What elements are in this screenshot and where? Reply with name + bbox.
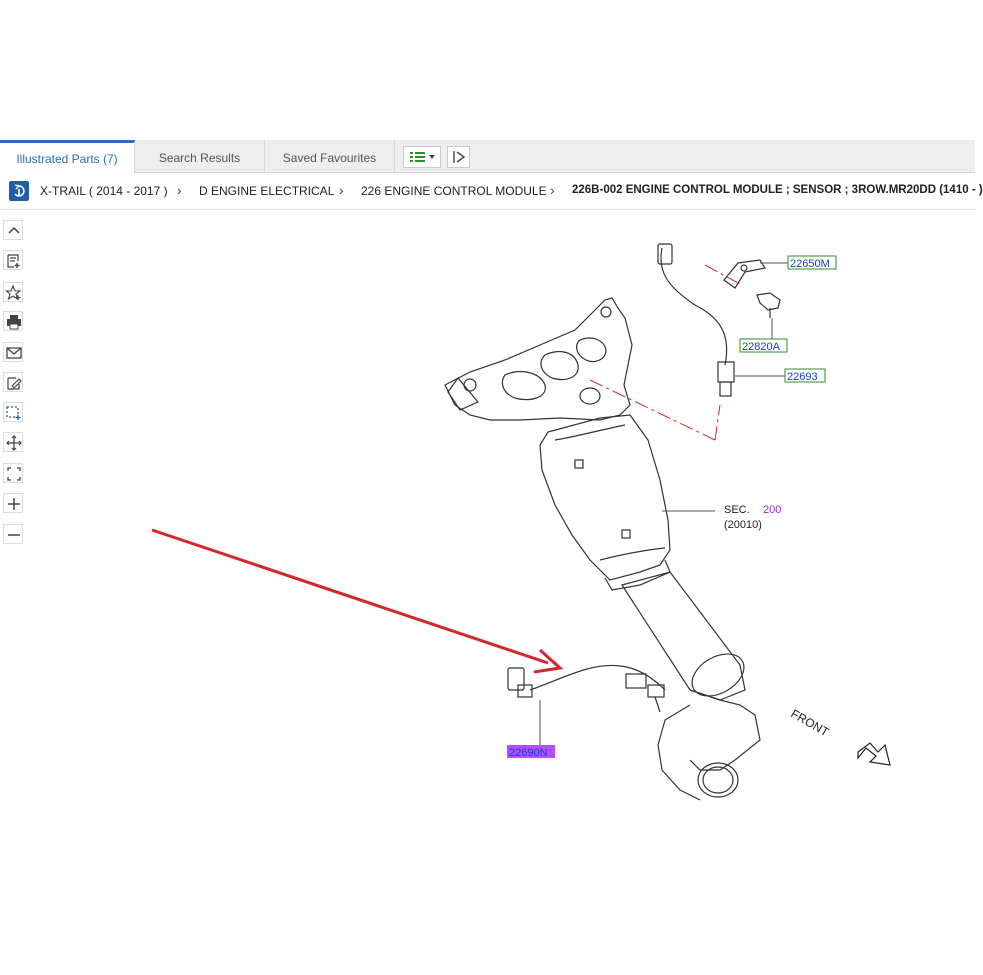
breadcrumb-item-current: 226B-002 ENGINE CONTROL MODULE ; SENSOR …	[572, 184, 983, 196]
breadcrumb: X-TRAIL ( 2014 - 2017 ) › D ENGINE ELECT…	[0, 173, 983, 210]
tab-saved-favourites[interactable]: Saved Favourites	[265, 140, 395, 172]
select-area-button[interactable]	[3, 402, 23, 422]
tab-label: Search Results	[158, 151, 241, 165]
tab-illustrated-parts[interactable]: Illustrated Parts (7)	[0, 140, 135, 173]
callout-22650M[interactable]: 22650M	[790, 258, 830, 270]
breadcrumb-item-section[interactable]: D ENGINE ELECTRICAL	[199, 184, 335, 198]
front-arrow-icon	[857, 742, 891, 766]
zoom-out-icon	[8, 534, 20, 536]
fit-screen-button[interactable]	[3, 463, 23, 483]
fit-screen-icon	[7, 467, 21, 481]
edit-button[interactable]	[3, 372, 23, 392]
zoom-in-icon	[8, 498, 20, 510]
home-refresh-icon	[14, 184, 25, 197]
add-note-icon	[7, 254, 20, 268]
home-button[interactable]	[9, 181, 29, 201]
zoom-out-button[interactable]	[3, 524, 23, 544]
tab-label: Saved Favourites	[282, 151, 377, 165]
callout-22820A[interactable]: 22820A	[742, 341, 781, 353]
front-label: FRONT	[789, 706, 832, 739]
tab-search-results[interactable]: Search Results	[135, 140, 265, 172]
print-button[interactable]	[3, 311, 23, 331]
tab-bar: Illustrated Parts (7) Search Results Sav…	[0, 140, 975, 173]
select-area-icon	[6, 406, 21, 420]
favourite-add-icon	[5, 284, 22, 301]
downstream-o2-sensor	[529, 664, 666, 691]
collapse-up-button[interactable]	[3, 220, 23, 240]
chevron-up-icon	[8, 226, 20, 234]
sec-ref: (20010)	[724, 519, 762, 531]
exhaust-pipe	[621, 571, 746, 701]
zoom-in-button[interactable]	[3, 493, 23, 513]
sec-number-link[interactable]: 200	[763, 504, 781, 516]
pan-button[interactable]	[3, 432, 23, 452]
callout-22690N[interactable]: 22690N	[509, 747, 548, 759]
email-icon	[6, 347, 22, 359]
print-icon	[7, 315, 21, 330]
edit-icon	[7, 377, 22, 390]
upstream-o2-sensor	[660, 247, 728, 366]
breadcrumb-item-group[interactable]: 226 ENGINE CONTROL MODULE	[361, 184, 547, 198]
collapse-panel-icon	[453, 151, 466, 163]
add-favourite-button[interactable]	[3, 282, 23, 302]
add-note-button[interactable]	[3, 250, 23, 270]
pan-icon	[6, 435, 22, 451]
exhaust-manifold	[444, 297, 633, 421]
catalytic-converter	[539, 414, 671, 581]
email-button[interactable]	[3, 342, 23, 362]
tab-label: Illustrated Parts (7)	[16, 152, 118, 166]
collapse-panel-button[interactable]	[447, 146, 470, 168]
list-view-button[interactable]	[403, 146, 441, 168]
chevron-right-icon: ›	[177, 182, 182, 198]
sec-label: SEC.	[724, 504, 750, 516]
list-view-icon	[410, 152, 435, 162]
chevron-right-icon: ›	[550, 182, 555, 198]
callout-22693[interactable]: 22693	[787, 371, 818, 383]
breadcrumb-item-model[interactable]: X-TRAIL ( 2014 - 2017 )	[40, 184, 168, 198]
chevron-right-icon: ›	[339, 182, 344, 198]
